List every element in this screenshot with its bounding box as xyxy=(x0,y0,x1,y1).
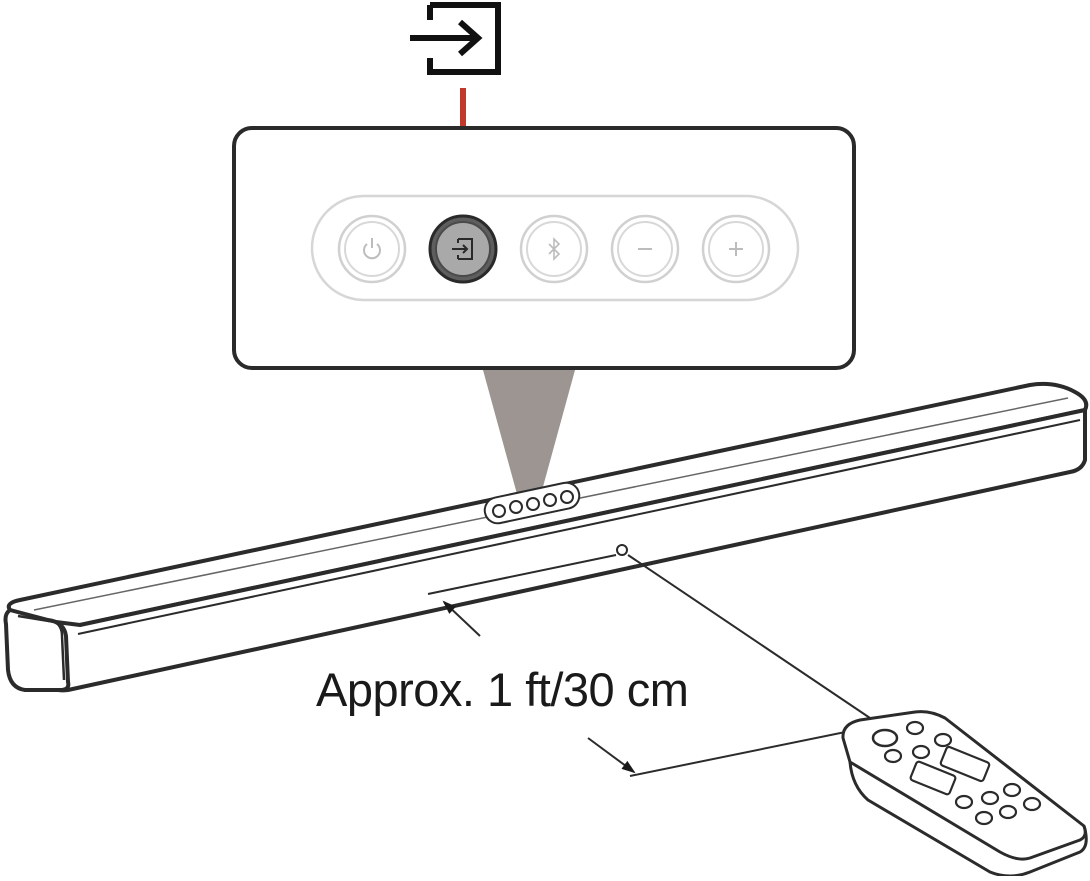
volume-down-button xyxy=(610,214,680,284)
power-icon xyxy=(363,238,381,260)
input-source-icon xyxy=(452,238,473,260)
distance-label: Approx. 1 ft/30 cm xyxy=(312,660,693,720)
bluetooth-button xyxy=(519,214,589,284)
zoom-cone xyxy=(483,370,575,505)
power-button xyxy=(337,214,407,284)
input-source-button xyxy=(428,214,498,284)
plus-icon xyxy=(729,242,743,256)
soundbar-button-strip xyxy=(483,481,581,525)
volume-up-button xyxy=(701,214,771,284)
ir-sensor xyxy=(616,544,628,556)
bluetooth-icon xyxy=(548,237,561,261)
remote-control xyxy=(841,710,1088,878)
distance-guides xyxy=(427,554,871,777)
input-source-symbol-icon xyxy=(410,2,501,75)
